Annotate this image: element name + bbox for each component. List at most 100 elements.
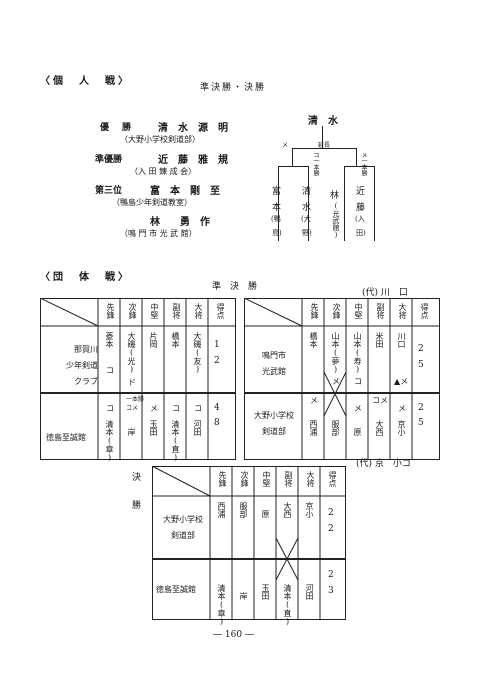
pos-header: 副将 [284, 471, 293, 487]
bracket-mark-3: メ一本勝 [360, 152, 367, 176]
bracket-p2: 清 [302, 187, 312, 197]
third-name-1: 富 本 剛 至 [150, 186, 220, 197]
player-name: 西浦 [309, 420, 318, 436]
bracket-mark-2: コ一本勝 [312, 152, 319, 176]
pos-header: 次鋒 [128, 303, 137, 319]
point-mark: 一本勝 コメ [126, 396, 145, 412]
player-name: 山本(夢) [331, 332, 340, 374]
pos-header: 次鋒 [240, 471, 249, 487]
player-name: 大西 [375, 420, 384, 436]
pos-header: 先鋒 [218, 471, 227, 487]
individual-stage-label: 準決勝・決勝 [200, 83, 267, 93]
bracket-p4d: 田) [356, 229, 366, 237]
bracket-mark-1: メ [282, 142, 289, 149]
overtime-label: 延長 [318, 142, 331, 149]
player-name: 菱本 [105, 332, 114, 348]
team-semifinal-label: 準 決 勝 [212, 282, 258, 292]
bracket-p4c: (入 [355, 215, 365, 223]
pos-header: 得点 [216, 303, 225, 319]
pos-header: 先鋒 [310, 303, 319, 319]
bracket-p4b: 藤 [356, 203, 366, 213]
pos-header: 中堅 [354, 303, 363, 319]
pos-header: 副将 [376, 303, 385, 319]
point-mark: コ [194, 404, 202, 413]
third-name-2: 林 勇 作 [150, 217, 210, 228]
pos-header: 中堅 [150, 303, 159, 319]
semifinal-left-table [40, 298, 236, 460]
score: 5 [418, 418, 424, 428]
bracket-p4: 近 [356, 187, 366, 197]
bracket-p2d: 野) [302, 229, 312, 237]
bracket-p2b: 水 [302, 203, 312, 213]
pos-header: 次鋒 [332, 303, 341, 319]
score: 2 [328, 570, 334, 580]
runnerup-name: 近 藤 雅 規 [158, 155, 228, 166]
score: 2 [214, 356, 220, 366]
player-name: 大磯(友) [193, 332, 202, 374]
team-name: 鳴門市 光武館 [262, 351, 286, 376]
page-number: ― 160 ― [213, 630, 254, 640]
player-name: 河田 [305, 584, 314, 600]
team-name: 大野小学校 剣道部 [163, 515, 203, 540]
score: 1 [214, 340, 220, 350]
rank-3: 第三位 [95, 186, 123, 196]
score: 3 [328, 586, 334, 596]
player-name: 岸 [239, 592, 248, 600]
pos-header: 得点 [328, 471, 337, 487]
pos-header: 大将 [306, 471, 315, 487]
rank-2: 準優勝 [95, 155, 123, 165]
score: 5 [418, 360, 424, 370]
pos-header: 副将 [172, 303, 181, 319]
player-name: 服部 [239, 502, 248, 518]
bracket-p3: 林 [330, 191, 340, 201]
score: 2 [328, 524, 334, 534]
bracket-p1b: 本 [272, 203, 282, 213]
bracket-p2c: (大 [301, 215, 311, 223]
player-name: 米田 [375, 332, 384, 348]
rank-1: 優 勝 [100, 123, 134, 133]
team-rep-2: (代) 京 小コ [356, 459, 411, 469]
point-mark: ド [128, 378, 136, 387]
bracket-p1d: 島) [272, 229, 282, 237]
point-mark: コ [106, 404, 114, 413]
pos-header: 先鋒 [106, 303, 115, 319]
point-mark: メ [332, 377, 340, 386]
player-name: 原 [261, 510, 270, 518]
player-name: 玉田 [261, 584, 270, 600]
point-mark: コメ [372, 396, 388, 405]
bracket-p1c: (鴨 [271, 215, 281, 223]
team-rep-1: (代) 川 口 [362, 288, 408, 298]
player-name: 京小 [305, 502, 314, 518]
point-mark: ▲メ [394, 377, 409, 386]
player-name: 原 [353, 428, 362, 436]
final-label-2: 勝 [132, 501, 142, 511]
bracket-champion: 清 水 [308, 116, 338, 127]
player-name: 京小 [397, 420, 406, 436]
pos-header: 中堅 [262, 471, 271, 487]
third-org-1: （鴨島少年剣道教室） [112, 198, 192, 207]
player-name: 服部 [331, 420, 340, 436]
final-table [152, 466, 346, 620]
team-name: 大野小学校 剣道部 [254, 411, 294, 436]
player-name: 清本(直) [283, 584, 292, 626]
point-mark: メ [150, 404, 158, 413]
third-org-2: （鳴 門 市 光 武 館） [120, 229, 197, 238]
point-mark: コ [106, 366, 114, 375]
player-name: 清本(章) [217, 584, 226, 626]
point-mark: メ [398, 404, 406, 413]
player-name: 清本(直) [171, 420, 180, 462]
bracket-p3b: (光武館) [332, 202, 340, 239]
pos-header: 大将 [194, 303, 203, 319]
winner-name: 清 水 源 明 [158, 123, 228, 134]
winner-org: （大野小学校剣道部） [120, 135, 200, 144]
team-section-header: 〈団 体 戦〉 [40, 272, 131, 283]
point-mark: メ [310, 396, 318, 405]
player-name: 橋本 [171, 332, 180, 348]
score: 2 [418, 403, 424, 413]
final-label-1: 決 [132, 473, 142, 483]
bracket-p1: 富 [272, 187, 282, 197]
player-name: 清本(章) [105, 420, 114, 462]
player-name: 山本(寿) [353, 332, 362, 374]
player-name: 西浦 [217, 502, 226, 518]
team-name: 那賀川 少年剣道 クラブ [66, 345, 98, 386]
